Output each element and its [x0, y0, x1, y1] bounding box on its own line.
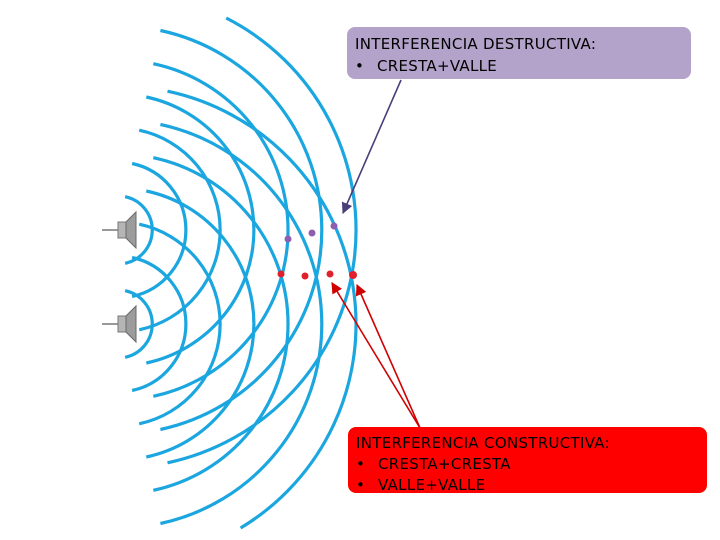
- wavefront-arc: [138, 128, 222, 332]
- callout-item: •CRESTA+CRESTA: [356, 455, 511, 473]
- wavefronts-upper-source: [124, 16, 358, 465]
- wavefronts-lower-source: [124, 89, 358, 530]
- constructive-point: [326, 270, 334, 278]
- wavefront-arc: [131, 161, 188, 299]
- constructive-interference-callout: INTERFERENCIA CONSTRUCTIVA: •CRESTA+CRES…: [348, 427, 707, 494]
- callout-title: INTERFERENCIA DESTRUCTIVA:: [355, 35, 597, 53]
- constructive-pointer-arrow: [355, 283, 421, 429]
- wavefront-arc: [145, 189, 256, 459]
- speaker-icon: [102, 210, 137, 250]
- bullet: •: [356, 476, 366, 494]
- callout-item: •CRESTA+VALLE: [355, 57, 498, 75]
- destructive-interference-callout: INTERFERENCIA DESTRUCTIVA: •CRESTA+VALLE: [347, 27, 691, 79]
- constructive-point: [277, 270, 285, 278]
- wavefront-arc: [138, 222, 222, 426]
- destructive-pointer-arrow: [341, 79, 402, 215]
- callout-title: INTERFERENCIA CONSTRUCTIVA:: [356, 434, 610, 452]
- wavefront-arc: [152, 62, 290, 398]
- wavefront-arc: [124, 289, 154, 359]
- wavefront-arc: [160, 28, 324, 432]
- callout-item: •VALLE+VALLE: [356, 476, 486, 494]
- destructive-point: [308, 229, 316, 237]
- bullet: •: [355, 57, 365, 75]
- wavefront-arc: [167, 16, 358, 465]
- wavefront-arc: [152, 156, 290, 492]
- constructive-pointer-arrow: [331, 282, 421, 429]
- wavefront-arc: [145, 95, 256, 365]
- wavefront-arc: [167, 89, 358, 530]
- speaker-icon: [102, 304, 137, 344]
- wavefront-arc: [160, 122, 324, 526]
- constructive-point: [301, 272, 309, 280]
- wavefront-arc: [131, 255, 188, 393]
- destructive-point: [330, 222, 338, 230]
- destructive-point: [284, 235, 292, 243]
- bullet: •: [356, 455, 366, 473]
- constructive-point: [349, 271, 357, 279]
